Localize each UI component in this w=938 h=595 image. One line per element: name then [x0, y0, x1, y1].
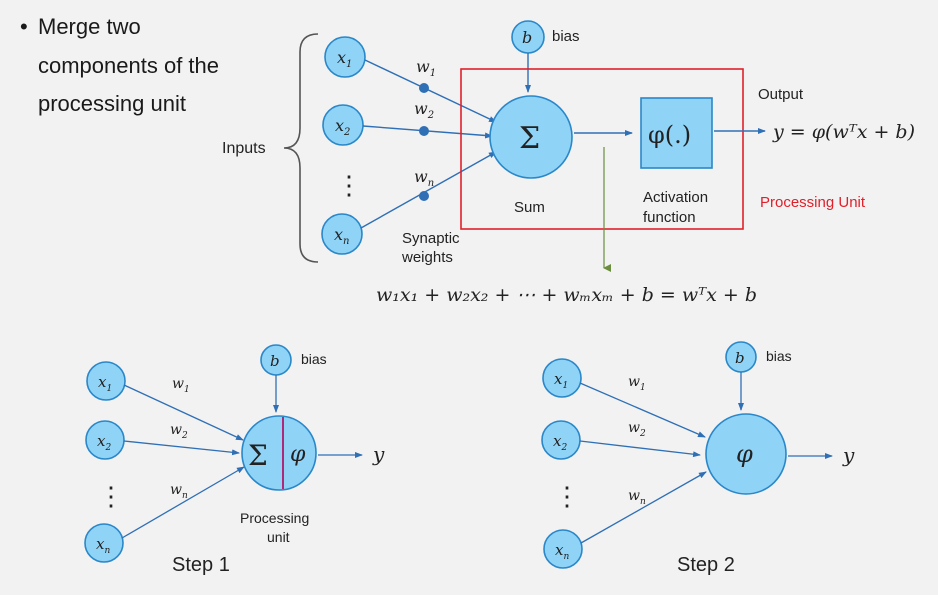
step2-edge-xn: [580, 471, 707, 544]
svg-text:x2: x2: [335, 116, 350, 138]
step1-processing-node: Σ φ: [241, 415, 317, 491]
svg-text:b: b: [735, 349, 745, 367]
output-label: Output: [758, 86, 804, 103]
step2-edge-x1: [579, 382, 706, 438]
step1-weight-w1: w1: [172, 376, 190, 395]
svg-text:x1: x1: [98, 373, 112, 394]
step2-bias-node: b: [725, 341, 757, 373]
activation-label-line-2: function: [643, 209, 696, 226]
step2-bias-label: bias: [766, 348, 792, 364]
svg-text:x2: x2: [553, 432, 567, 453]
sum-label: Sum: [514, 199, 545, 216]
step1-phi-symbol: φ: [290, 442, 306, 467]
svg-text:b: b: [270, 352, 280, 370]
weight-dot-w1: [419, 83, 429, 93]
step2-title: Step 2: [677, 554, 735, 576]
step1-input-x2: x2: [85, 420, 125, 460]
step2-weight-wn: wn: [628, 488, 646, 507]
step2-processing-node: φ: [705, 413, 787, 495]
bullet-text-line-1: Merge two: [38, 14, 141, 39]
step1-weight-w2: w2: [170, 422, 188, 441]
weight-label-w2: w2: [414, 99, 434, 121]
svg-text:x1: x1: [554, 370, 568, 391]
synaptic-label-line-1: Synaptic: [402, 230, 460, 247]
output-formula: y = φ(wᵀx + b): [772, 121, 915, 143]
svg-text:φ(.): φ(.): [648, 121, 691, 149]
bullet-text-line-3: processing unit: [38, 91, 186, 116]
processing-unit-label: Processing Unit: [760, 194, 866, 211]
edge-xn-sum: [360, 151, 497, 229]
svg-text:xn: xn: [96, 535, 110, 556]
svg-text:xn: xn: [334, 225, 349, 247]
input-ellipsis: ⋮: [336, 171, 362, 201]
activation-label-line-1: Activation: [643, 189, 708, 206]
step1-bias-node: b: [260, 344, 292, 376]
weight-label-wn: wn: [414, 167, 434, 189]
step1-sum-symbol: Σ: [248, 439, 268, 472]
bullet-marker: •: [20, 14, 28, 39]
svg-text:b: b: [522, 28, 532, 47]
inputs-brace: [283, 33, 319, 263]
weight-label-w1: w1: [416, 57, 436, 79]
bullet-text-line-2: components of the: [38, 53, 220, 78]
input-node-x2: x2: [322, 104, 364, 146]
step1-processing-label-line-2: unit: [267, 529, 290, 545]
step1-edge-x1: [123, 384, 244, 441]
weighted-sum-formula: w₁x₁ + w₂x₂ + ⋯ + wₘxₘ + b = wᵀx + b: [376, 284, 757, 306]
processing-unit-box: [460, 68, 744, 230]
edge-x1-sum: [364, 59, 497, 123]
step1-input-x1: x1: [86, 361, 126, 401]
step2-input-ellipsis: ⋮: [554, 482, 580, 512]
step2-edge-x2: [579, 440, 701, 458]
step1-weight-wn: wn: [170, 482, 188, 501]
svg-text:Σ: Σ: [519, 121, 540, 156]
inputs-label: Inputs: [222, 140, 266, 157]
step1-edge-x2: [123, 440, 240, 456]
weight-dot-w2: [419, 126, 429, 136]
step1-output-y: y: [372, 442, 385, 466]
bias-label-top: bias: [552, 28, 580, 45]
step2-output-y: y: [842, 443, 855, 467]
input-node-xn: xn: [321, 213, 363, 255]
bias-node-top: b: [511, 20, 545, 54]
step2-weight-w2: w2: [628, 420, 646, 439]
sum-node: Σ: [489, 95, 573, 179]
step2-weight-w1: w1: [628, 374, 646, 393]
step1-edge-xn: [121, 466, 245, 539]
step1-processing-label-line-1: Processing: [240, 510, 309, 526]
weight-dot-wn: [419, 191, 429, 201]
step2-phi-symbol: φ: [736, 440, 753, 468]
step1-input-ellipsis: ⋮: [98, 482, 124, 512]
step2-input-x1: x1: [542, 358, 582, 398]
svg-text:x1: x1: [337, 48, 352, 70]
step1-input-xn: xn: [84, 523, 124, 563]
svg-text:x2: x2: [97, 432, 111, 453]
activation-box: φ(.): [640, 97, 713, 169]
step1-bias-label: bias: [301, 351, 327, 367]
input-node-x1: x1: [324, 36, 366, 78]
step2-input-x2: x2: [541, 420, 581, 460]
svg-text:xn: xn: [555, 541, 569, 562]
step1-title: Step 1: [172, 554, 230, 576]
synaptic-label-line-2: weights: [401, 249, 453, 266]
step2-input-xn: xn: [543, 529, 583, 569]
